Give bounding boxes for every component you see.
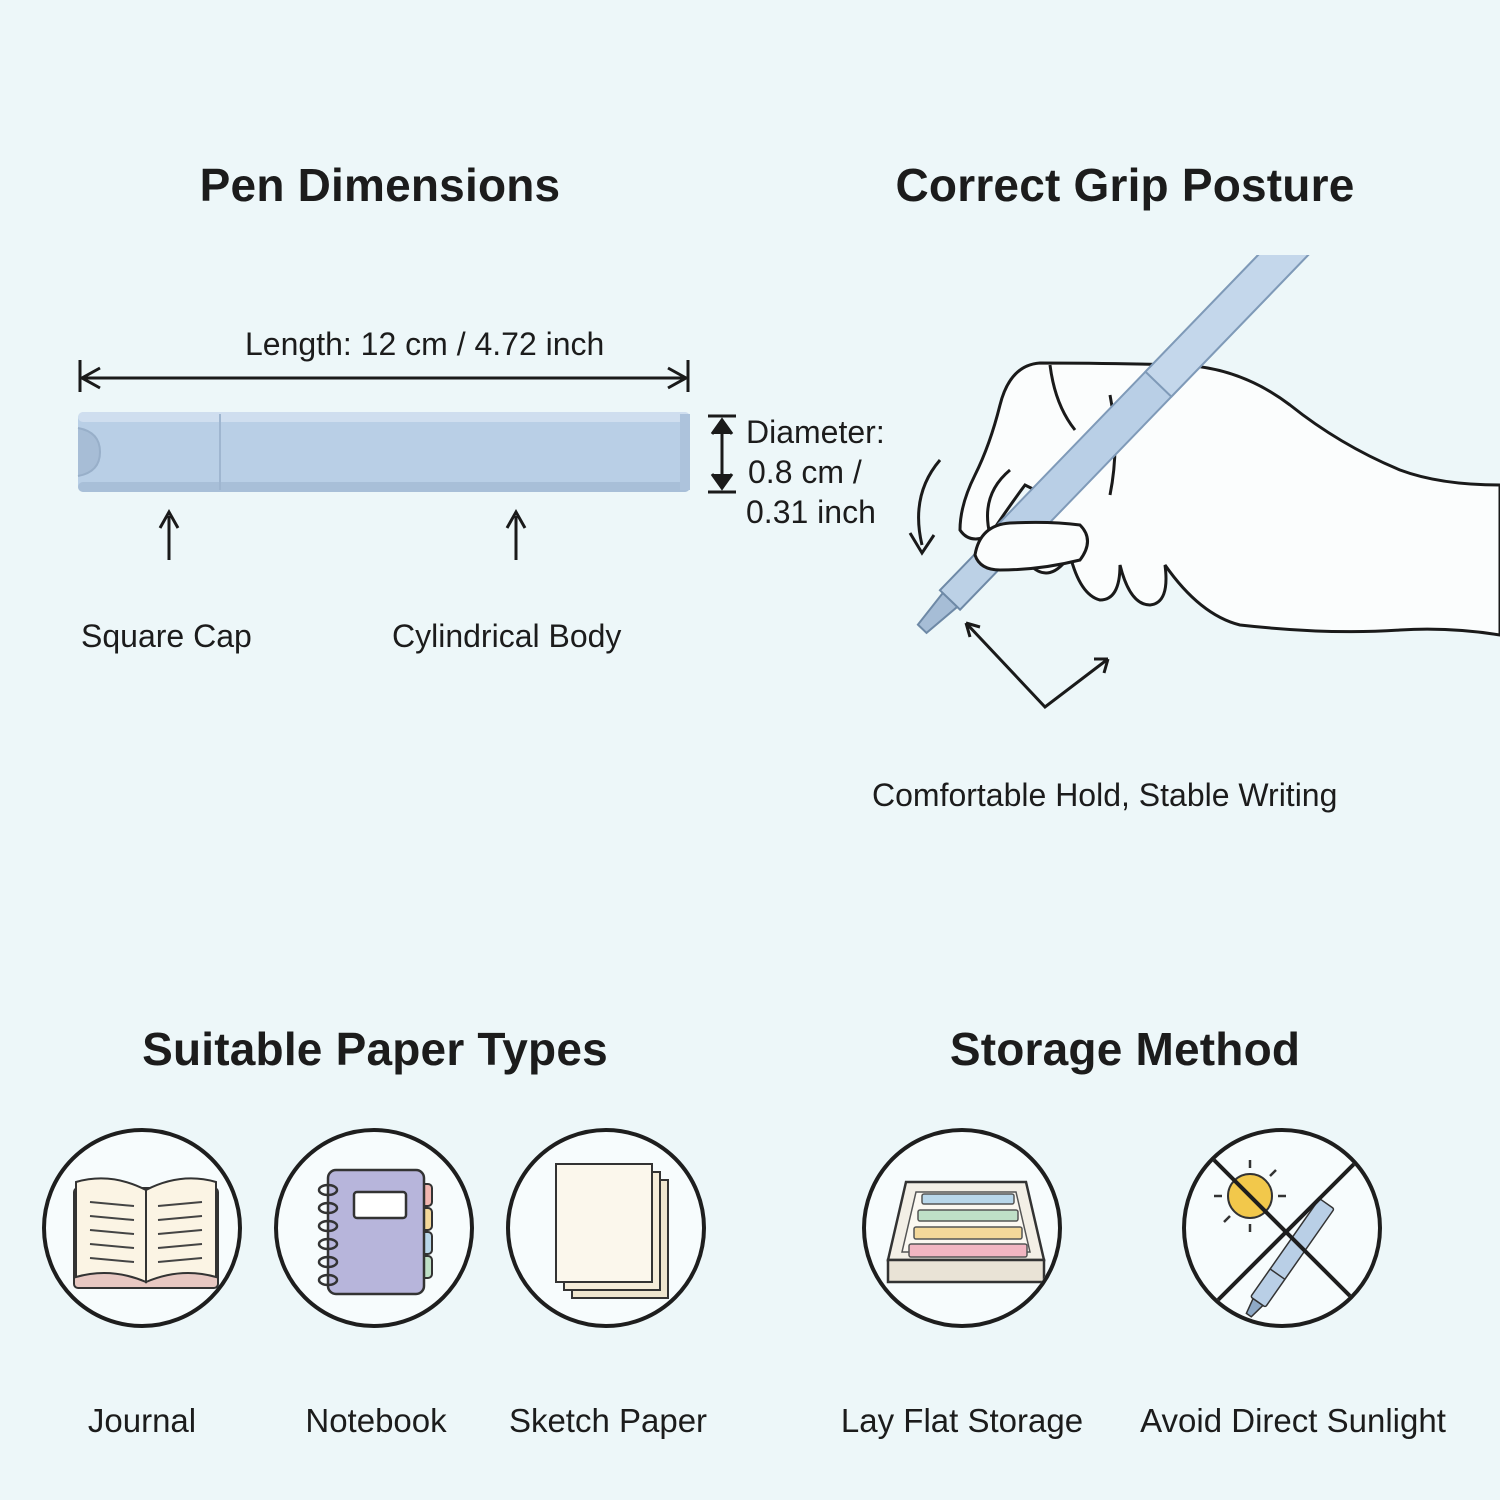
journal-label: Journal: [87, 1402, 197, 1439]
storage-tray-icon: [886, 1180, 1046, 1284]
journal-circle: [42, 1128, 242, 1328]
cap-pointer-arrow-icon: [158, 508, 180, 560]
lay-flat-label: Lay Flat Storage: [840, 1402, 1084, 1439]
thumb-icon: [973, 520, 1089, 572]
square-cap-label: Square Cap: [81, 618, 252, 654]
sketch-paper-label: Sketch Paper: [508, 1402, 708, 1439]
paper-stack-icon: [555, 1163, 669, 1299]
notebook-circle: [274, 1128, 474, 1328]
spiral-notebook-icon: [317, 1168, 433, 1296]
grip-posture-title: Correct Grip Posture: [895, 159, 1355, 211]
lay-flat-circle: [862, 1128, 1062, 1328]
pen-dimension-drawing: [77, 360, 736, 560]
diameter-label-line3: 0.31 inch: [746, 494, 876, 530]
sketch-paper-circle: [506, 1128, 706, 1328]
rotation-arrow-icon: [908, 459, 942, 556]
diameter-label-line2: 0.8 cm /: [748, 454, 862, 490]
grip-caption: Comfortable Hold, Stable Writing: [872, 777, 1338, 813]
diameter-arrow-icon: [708, 414, 736, 494]
angle-arrow-icon: [964, 621, 1110, 710]
length-label: Length: 12 cm / 4.72 inch: [245, 326, 605, 362]
paper-types-title: Suitable Paper Types: [142, 1023, 608, 1075]
notebook-label: Notebook: [305, 1402, 447, 1439]
no-sunlight-icon: [1212, 1158, 1360, 1318]
pen-illustration: [77, 412, 690, 492]
pen-dimensions-title: Pen Dimensions: [199, 159, 561, 211]
diameter-label-line1: Diameter:: [746, 414, 885, 450]
avoid-sunlight-label: Avoid Direct Sunlight: [1140, 1402, 1446, 1439]
length-arrow-icon: [78, 360, 690, 392]
body-pointer-arrow-icon: [505, 508, 527, 560]
small-pen-icon: [1245, 1198, 1335, 1318]
hand-grip-illustration: [908, 255, 1500, 710]
cylindrical-body-label: Cylindrical Body: [392, 618, 622, 654]
storage-method-title: Storage Method: [949, 1023, 1301, 1075]
open-book-icon: [73, 1177, 219, 1289]
avoid-sunlight-circle: [1182, 1128, 1382, 1328]
